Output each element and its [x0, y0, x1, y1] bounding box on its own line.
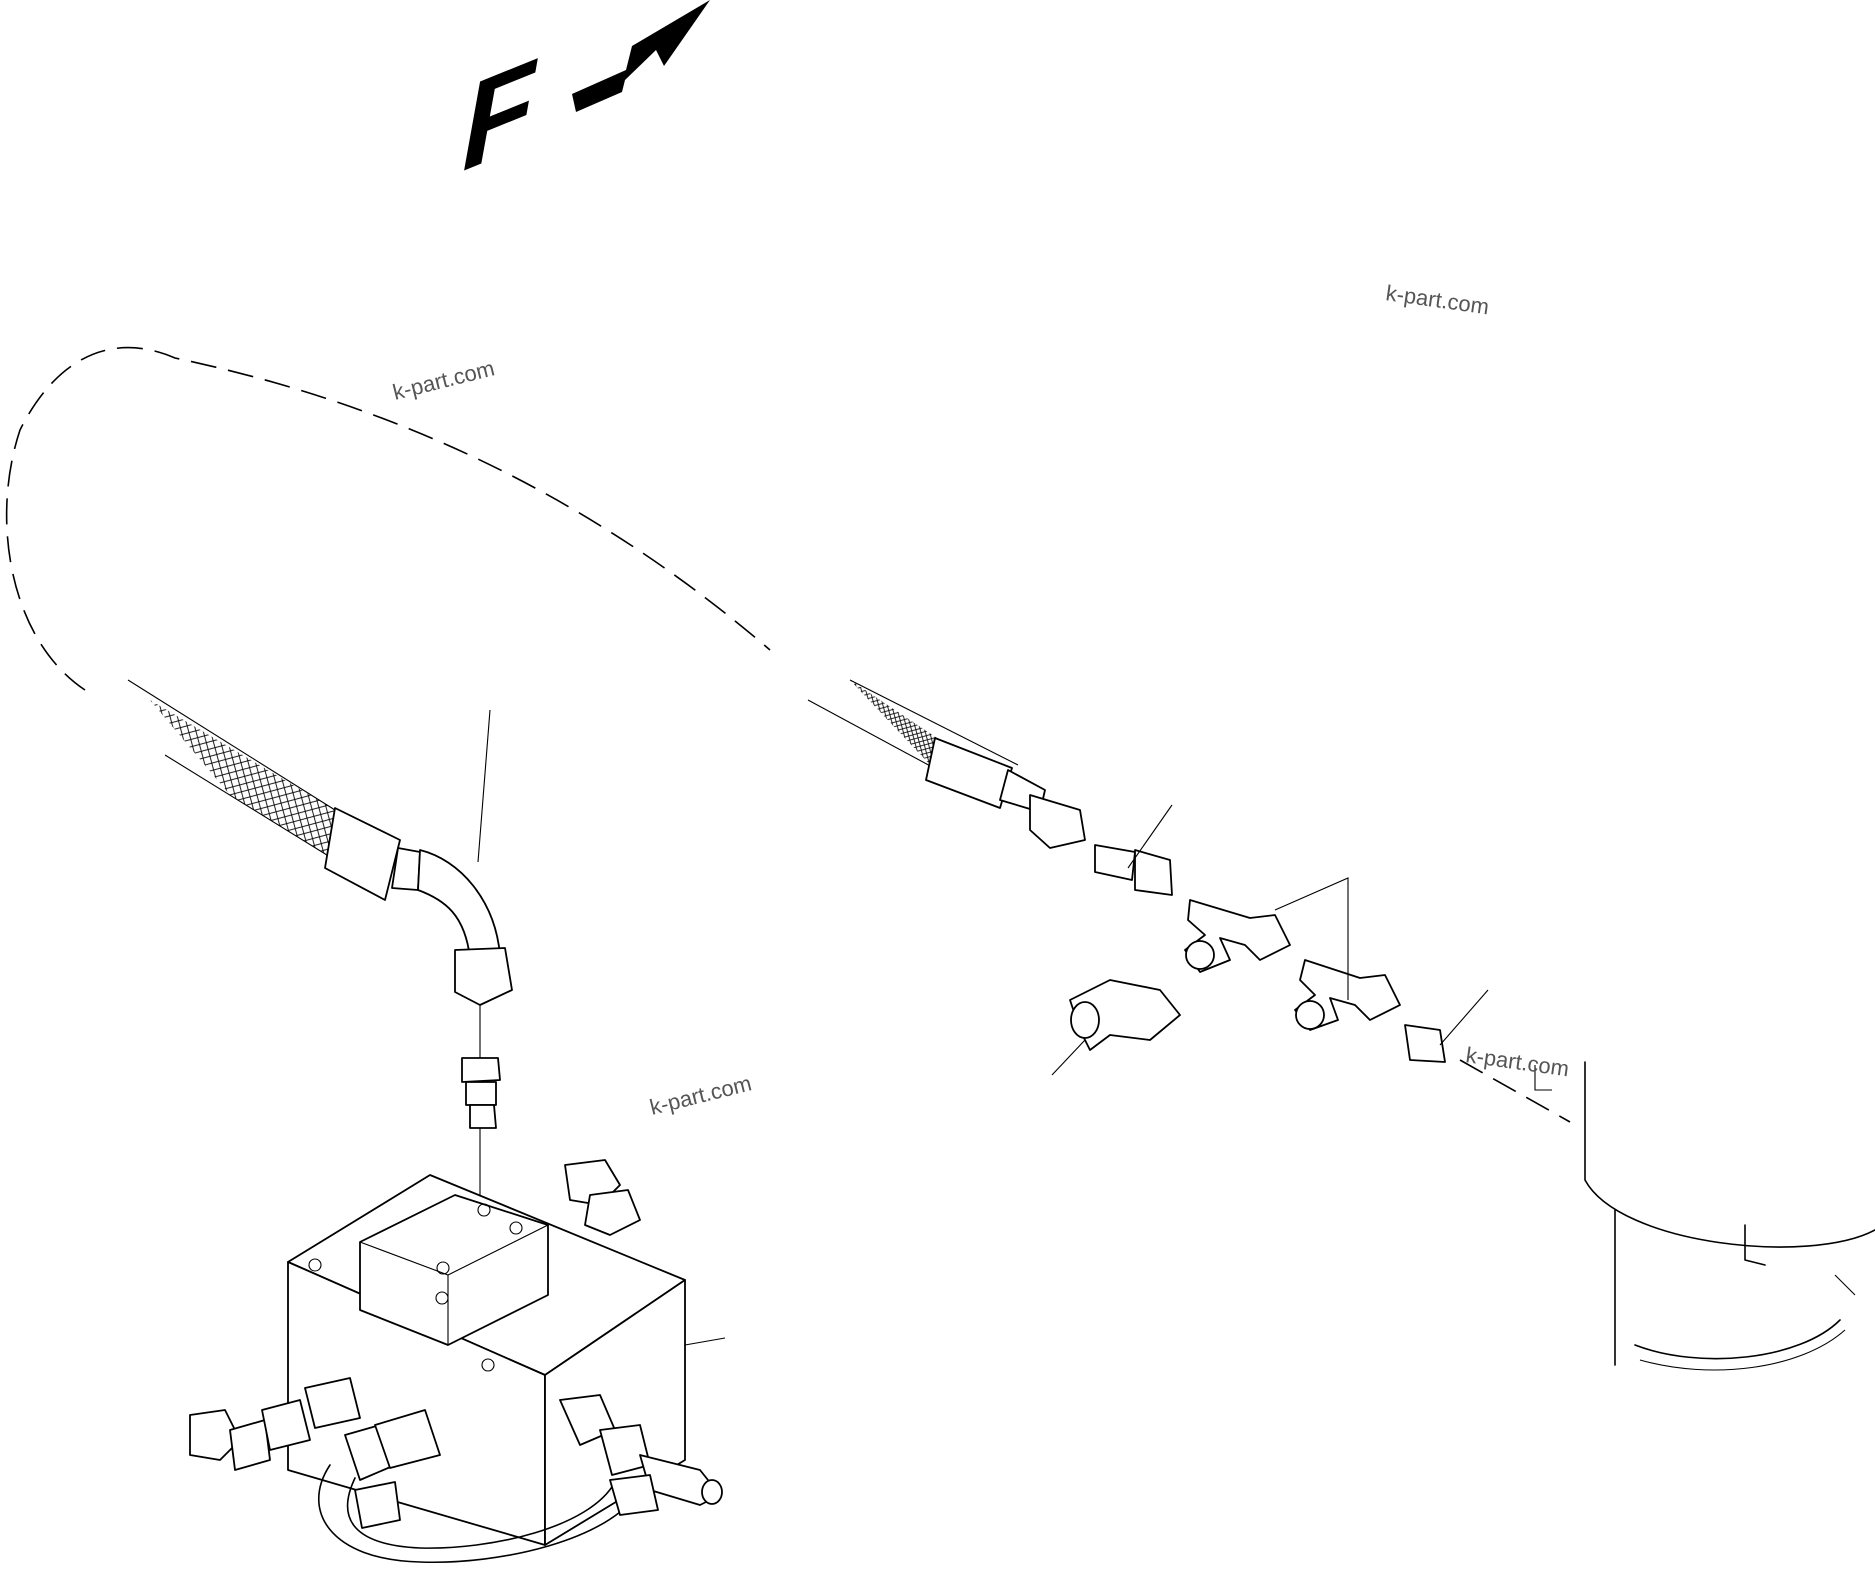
watermark: k-part.com	[1464, 1042, 1570, 1081]
watermark: k-part.com	[1384, 280, 1490, 319]
union-fitting	[1051, 979, 1181, 1076]
hose-right	[807, 679, 1086, 849]
watermark: k-part.com	[647, 1070, 754, 1119]
hose-left	[127, 679, 513, 1006]
forward-arrow-icon	[572, 0, 710, 112]
hose-route-dashed-right	[1459, 1059, 1571, 1123]
direction-indicator: F	[462, 0, 710, 197]
watermark: k-part.com	[390, 355, 497, 404]
bracket-outline	[1274, 877, 1349, 1000]
block-fittings	[189, 1159, 723, 1564]
hose-route-dashed	[5, 346, 771, 691]
tank	[1584, 1061, 1875, 1371]
straight-connector	[461, 1005, 501, 1205]
adapter-near-tank	[1404, 989, 1552, 1091]
tee-fitting-upper	[1184, 899, 1291, 973]
direction-label: F	[462, 33, 538, 197]
adapter-upper-right	[1094, 804, 1173, 896]
